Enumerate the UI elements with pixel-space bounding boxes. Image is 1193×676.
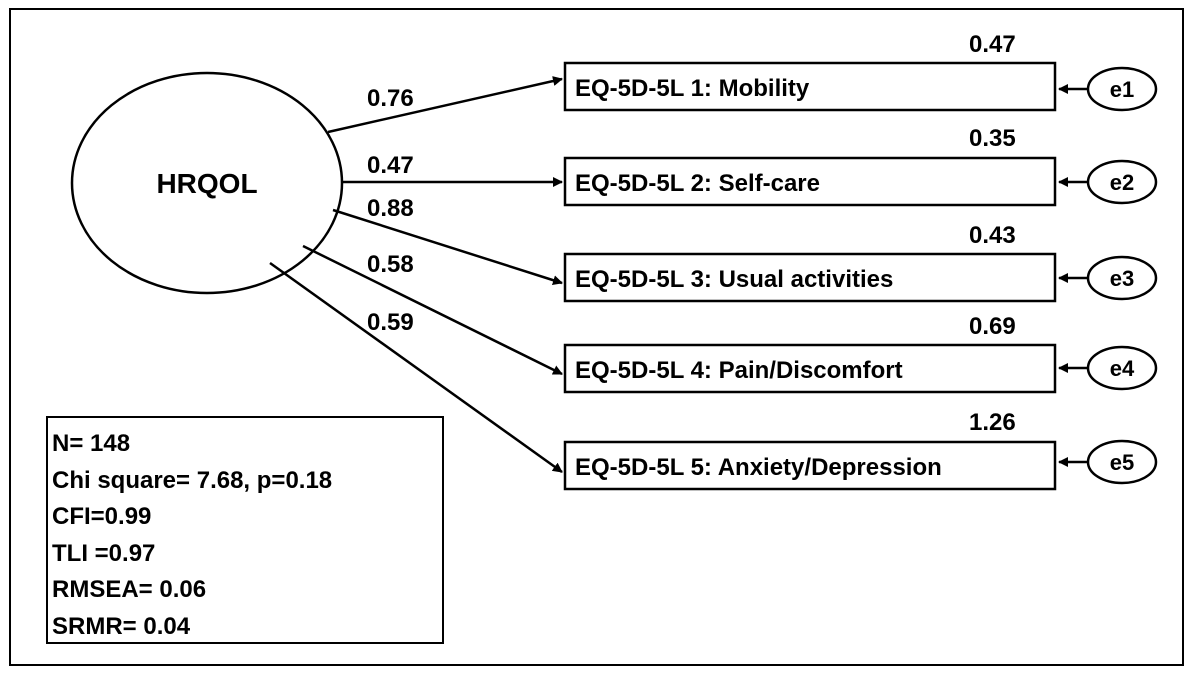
error-ellipse-1 (1086, 66, 1158, 112)
error-ellipse-2 (1086, 159, 1158, 205)
fit-stat-chi-square: Chi square= 7.68, p=0.18 (52, 466, 333, 494)
path-arrow-3 (332, 208, 563, 286)
error-variance-2: 0.35 (969, 125, 1016, 152)
loading-label-1: 0.76 (367, 85, 414, 112)
indicator-box-1 (563, 61, 1057, 112)
loading-label-4: 0.58 (367, 251, 414, 278)
fit-stat-rmsea: RMSEA= 0.06 (52, 576, 207, 603)
loading-label-3: 0.88 (367, 195, 414, 222)
error-label-5: e5 (1110, 450, 1134, 475)
latent-label: HRQOL (156, 168, 257, 199)
indicator-box-3 (563, 252, 1057, 303)
error-variance-1: 0.47 (969, 31, 1016, 58)
error-label-1: e1 (1110, 77, 1134, 102)
fit-statistics-box: N= 148 Chi square= 7.68, p=0.18 CFI=0.99… (46, 416, 444, 644)
indicator-box-4 (563, 343, 1057, 394)
fit-stat-cfi: CFI=0.99 (52, 503, 152, 530)
error-label-2: e2 (1110, 170, 1134, 195)
diagram-frame (9, 8, 1184, 666)
loading-label-2: 0.47 (367, 152, 414, 179)
indicator-label-3: EQ-5D-5L 3: Usual activities (575, 266, 893, 293)
loading-label-5: 0.59 (367, 309, 414, 336)
error-ellipse-5 (1086, 439, 1158, 485)
path-arrow-4 (302, 244, 563, 376)
fit-stat-n: N= 148 (52, 430, 131, 457)
indicator-box-5 (563, 440, 1057, 491)
error-label-4: e4 (1110, 356, 1135, 381)
error-variance-3: 0.43 (969, 222, 1016, 249)
error-variance-4: 0.69 (969, 313, 1016, 340)
path-arrow-5 (269, 261, 563, 474)
error-label-3: e3 (1110, 266, 1134, 291)
indicator-label-2: EQ-5D-5L 2: Self-care (575, 170, 820, 197)
error-variance-5: 1.26 (969, 409, 1016, 436)
path-arrow-1 (327, 76, 563, 134)
fit-stat-srmr: SRMR= 0.04 (52, 612, 191, 640)
error-ellipse-3 (1086, 255, 1158, 301)
indicator-label-1: EQ-5D-5L 1: Mobility (575, 75, 810, 102)
error-ellipse-4 (1086, 345, 1158, 391)
indicator-label-4: EQ-5D-5L 4: Pain/Discomfort (575, 357, 903, 384)
fit-stat-tli: TLI =0.97 (52, 539, 156, 567)
indicator-box-2 (563, 156, 1057, 207)
indicator-label-5: EQ-5D-5L 5: Anxiety/Depression (575, 454, 942, 481)
